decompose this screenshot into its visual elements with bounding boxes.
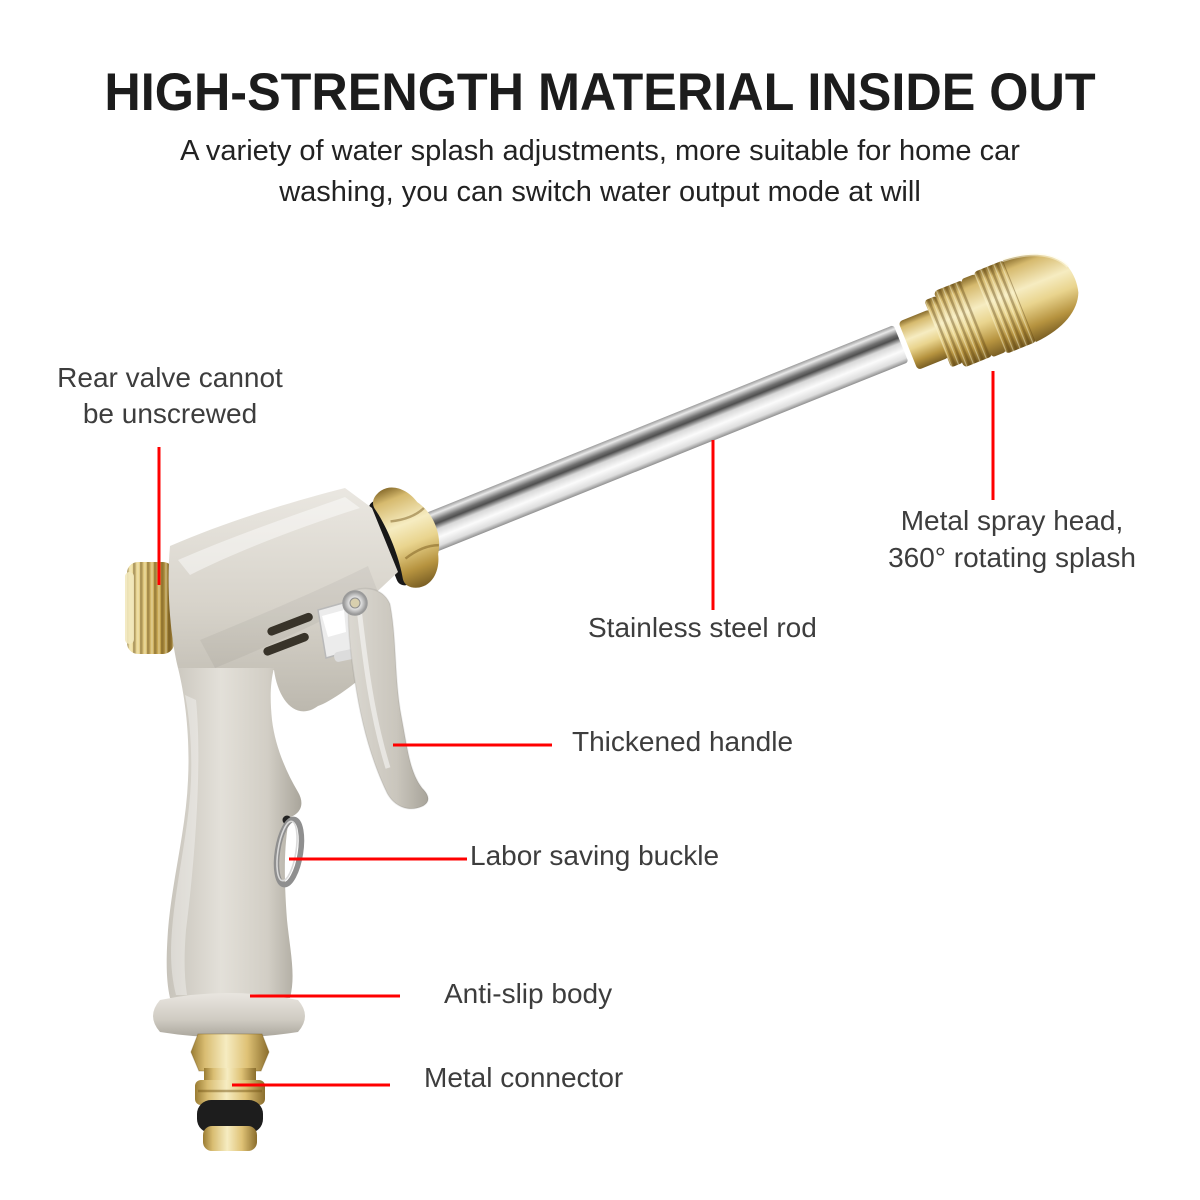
collar-nut — [368, 487, 440, 588]
page-title: HIGH-STRENGTH MATERIAL INSIDE OUT — [104, 63, 1096, 122]
annotation-steel-rod: Stainless steel rod — [588, 612, 817, 643]
subtitle-line-2: washing, you can switch water output mod… — [279, 176, 921, 208]
spray-head — [899, 253, 1079, 369]
rear-valve-knob — [125, 562, 174, 654]
annotation-labor-saving-buckle: Labor saving buckle — [470, 840, 720, 871]
subtitle-line-1: A variety of water splash adjustments, m… — [180, 135, 1020, 167]
gun-body — [153, 488, 398, 1038]
leader-lines — [157, 371, 995, 1087]
trigger-linkage — [317, 600, 361, 662]
annotation-rear-valve-line1: Rear valve cannot — [57, 362, 283, 393]
trigger — [347, 587, 429, 810]
buckle-ring — [273, 815, 305, 888]
spray-gun — [125, 253, 1079, 1151]
annotation-thickened-handle: Thickened handle — [572, 726, 794, 757]
metal-connector — [190, 1033, 270, 1151]
annotation-metal-connector: Metal connector — [424, 1062, 624, 1093]
annotation-rear-valve-line2: be unscrewed — [82, 398, 258, 429]
page-subtitle: A variety of water splash adjustments, m… — [0, 131, 1200, 213]
pivot-screw — [342, 590, 368, 616]
annotation-spray-head: Metal spray head, 360° rotating splash — [862, 502, 1162, 576]
annotation-spray-head-line2: 360° rotating splash — [888, 542, 1136, 573]
steel-rod — [386, 325, 908, 566]
annotation-anti-slip-body: Anti-slip body — [444, 978, 613, 1009]
vent-slots — [263, 612, 313, 656]
annotation-rear-valve: Rear valve cannot be unscrewed — [40, 360, 300, 432]
annotation-spray-head-line1: Metal spray head, — [900, 505, 1124, 536]
